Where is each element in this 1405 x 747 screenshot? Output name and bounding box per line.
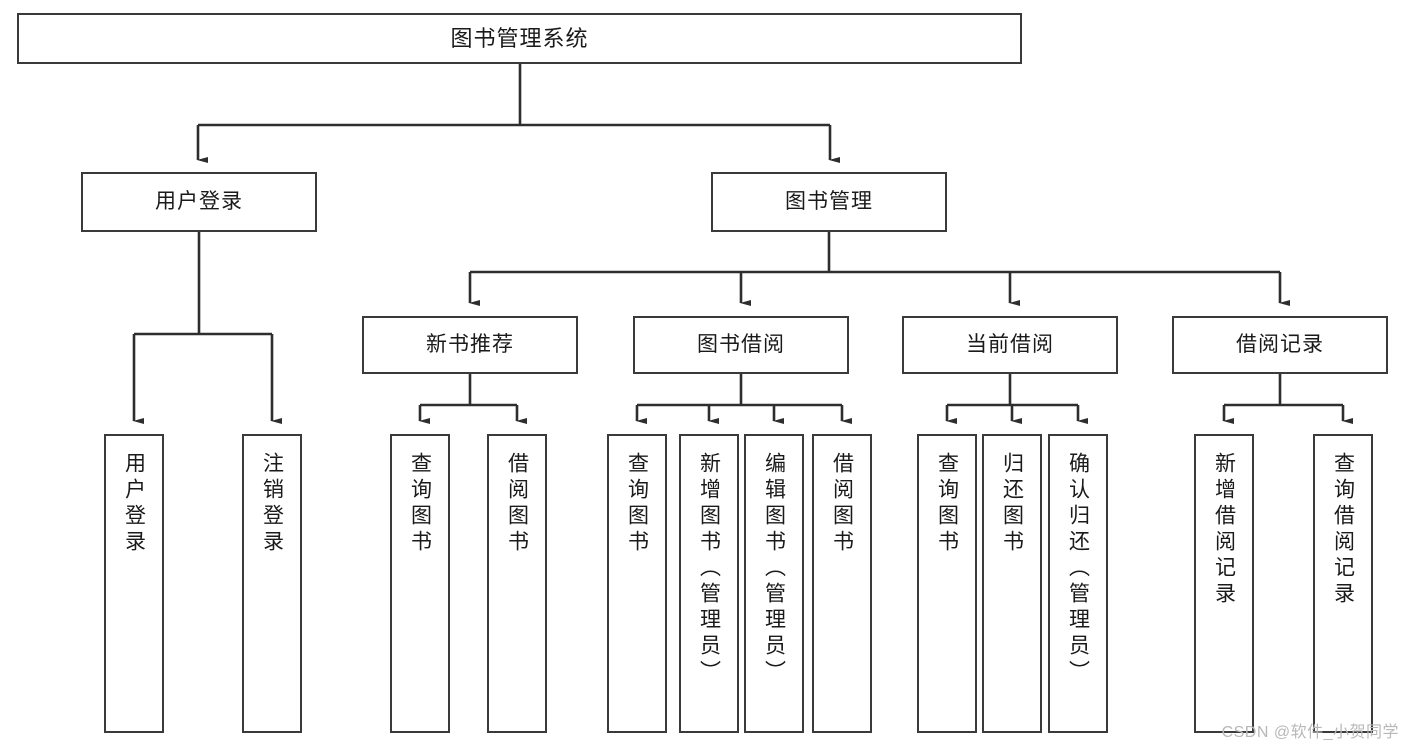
node-label: 当前借阅 bbox=[966, 332, 1054, 356]
leaf-borrow-book[interactable]: 借阅图书 bbox=[812, 434, 872, 733]
node-user-login[interactable]: 用户登录 bbox=[81, 172, 317, 232]
leaf-return-book[interactable]: 归还图书 bbox=[982, 434, 1042, 733]
node-label: 借阅图书 bbox=[505, 452, 529, 556]
node-label: 查询借阅记录 bbox=[1331, 452, 1355, 608]
node-label: 借阅图书 bbox=[830, 452, 854, 556]
node-label: 借阅记录 bbox=[1236, 332, 1324, 356]
node-label: 新增图书（管理员） bbox=[697, 452, 721, 686]
leaf-user-login[interactable]: 用户登录 bbox=[104, 434, 164, 733]
node-label: 归还图书 bbox=[1000, 452, 1024, 556]
node-current-borrow[interactable]: 当前借阅 bbox=[902, 316, 1118, 374]
node-label: 新增借阅记录 bbox=[1212, 452, 1236, 608]
node-label: 图书借阅 bbox=[697, 332, 785, 356]
leaf-confirm-return-admin[interactable]: 确认归还（管理员） bbox=[1048, 434, 1108, 733]
leaf-user-logout[interactable]: 注销登录 bbox=[242, 434, 302, 733]
leaf-query-book-current[interactable]: 查询图书 bbox=[917, 434, 977, 733]
leaf-query-borrow-record[interactable]: 查询借阅记录 bbox=[1313, 434, 1373, 733]
leaf-add-book-admin[interactable]: 新增图书（管理员） bbox=[679, 434, 739, 733]
leaf-query-book-borrow[interactable]: 查询图书 bbox=[607, 434, 667, 733]
leaf-add-borrow-record[interactable]: 新增借阅记录 bbox=[1194, 434, 1254, 733]
node-label: 查询图书 bbox=[408, 452, 432, 556]
node-label: 确认归还（管理员） bbox=[1066, 452, 1090, 686]
node-label: 用户登录 bbox=[155, 189, 243, 213]
node-label: 查询图书 bbox=[935, 452, 959, 556]
node-book-borrow[interactable]: 图书借阅 bbox=[633, 316, 849, 374]
node-borrow-record[interactable]: 借阅记录 bbox=[1172, 316, 1388, 374]
watermark-text: CSDN @软件_小贺同学 bbox=[1221, 724, 1399, 741]
leaf-edit-book-admin[interactable]: 编辑图书（管理员） bbox=[744, 434, 804, 733]
node-label: 新书推荐 bbox=[426, 332, 514, 356]
node-label: 查询图书 bbox=[625, 452, 649, 556]
node-root-system[interactable]: 图书管理系统 bbox=[17, 13, 1022, 64]
node-label: 编辑图书（管理员） bbox=[762, 452, 786, 686]
node-new-book-recommend[interactable]: 新书推荐 bbox=[362, 316, 578, 374]
leaf-borrow-book-recommend[interactable]: 借阅图书 bbox=[487, 434, 547, 733]
node-label: 用户登录 bbox=[122, 452, 146, 556]
node-label: 图书管理系统 bbox=[450, 25, 589, 51]
node-label: 图书管理 bbox=[785, 189, 873, 213]
leaf-query-book-recommend[interactable]: 查询图书 bbox=[390, 434, 450, 733]
node-book-management[interactable]: 图书管理 bbox=[711, 172, 947, 232]
node-label: 注销登录 bbox=[260, 452, 284, 556]
